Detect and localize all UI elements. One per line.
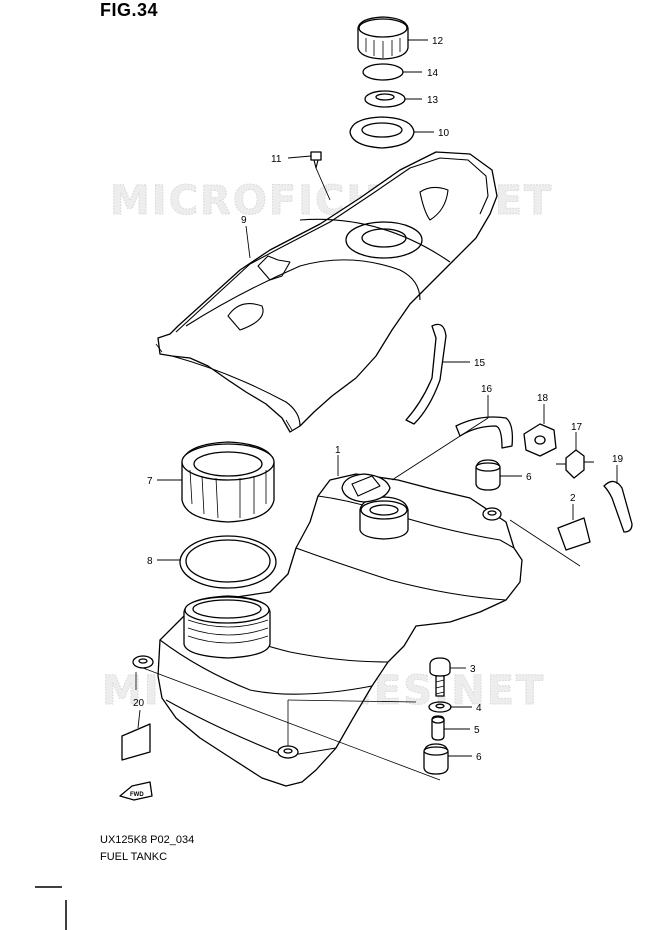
callout-8[interactable]: 8 [147, 556, 153, 567]
callout-17[interactable]: 17 [571, 422, 583, 433]
callout-10[interactable]: 10 [438, 128, 450, 139]
callout-12[interactable]: 12 [432, 36, 444, 47]
part-seal-ring[interactable] [349, 116, 415, 149]
part-bracket[interactable] [523, 423, 557, 457]
callout-14[interactable]: 14 [427, 68, 439, 79]
callout-6-lower[interactable]: 6 [476, 752, 482, 763]
model-code: UX125K8 P02_034 [100, 834, 195, 846]
part-label-pad[interactable] [557, 517, 591, 551]
part-lock-ring[interactable] [181, 441, 275, 523]
part-hose[interactable] [405, 323, 447, 425]
callout-11[interactable]: 11 [271, 154, 282, 165]
callout-6-upper[interactable]: 6 [526, 472, 532, 483]
part-bent-hose[interactable] [455, 416, 514, 449]
figure-caption: FUEL TANKC [100, 851, 168, 863]
part-screw[interactable] [310, 151, 322, 169]
callout-3[interactable]: 3 [470, 664, 476, 675]
fwd-arrow-icon: FWD [119, 781, 153, 801]
callout-18[interactable]: 18 [537, 393, 549, 404]
callout-13[interactable]: 13 [427, 95, 439, 106]
callout-2[interactable]: 2 [570, 493, 576, 504]
figure-title: FIG.34 [100, 0, 159, 20]
part-grommet-upper[interactable] [475, 459, 501, 491]
callout-7[interactable]: 7 [147, 476, 153, 487]
callout-1[interactable]: 1 [335, 445, 341, 456]
part-gasket[interactable] [364, 90, 406, 108]
callout-19[interactable]: 19 [612, 454, 624, 465]
part-fuel-cap[interactable] [357, 16, 409, 60]
part-cap-disc[interactable] [362, 63, 404, 81]
callout-labels: 12 14 13 10 11 9 15 16 18 17 19 1 7 6 2 … [133, 36, 624, 763]
callout-16[interactable]: 16 [481, 384, 493, 395]
leader-lines [135, 39, 618, 781]
svg-text:FWD: FWD [130, 792, 144, 798]
part-washer[interactable] [428, 701, 452, 713]
part-pad[interactable] [121, 723, 151, 761]
callout-4[interactable]: 4 [476, 703, 482, 714]
callout-9[interactable]: 9 [241, 215, 247, 226]
part-small-hose[interactable] [603, 480, 633, 533]
part-tank-cover[interactable] [155, 151, 498, 433]
callout-15[interactable]: 15 [474, 358, 486, 369]
callout-5[interactable]: 5 [474, 725, 480, 736]
corner-mark [35, 886, 67, 930]
part-grommet-lower[interactable] [423, 743, 449, 775]
part-bolt[interactable] [429, 657, 451, 697]
part-o-ring[interactable] [179, 535, 277, 589]
part-valve[interactable] [556, 449, 594, 479]
callout-20[interactable]: 20 [133, 698, 145, 709]
part-collar[interactable] [431, 715, 445, 741]
part-fuel-tank[interactable] [132, 473, 523, 787]
